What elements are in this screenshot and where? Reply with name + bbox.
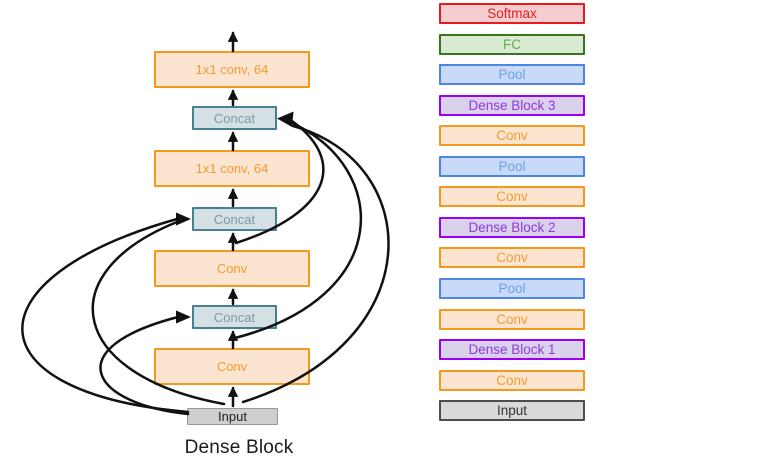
legend-item-label: Dense Block 3 <box>468 97 556 113</box>
figure-caption: Dense Block <box>184 437 294 458</box>
block-1x1-conv-1: 1x1 conv, 64 <box>154 150 310 187</box>
legend-item-conv: Conv <box>439 247 585 268</box>
block-concat-1: Concat <box>192 305 277 329</box>
legend-item-label: Pool <box>498 66 526 82</box>
legend-item-label: Conv <box>496 249 528 265</box>
block-conv-1-label: Conv <box>216 359 248 374</box>
legend-item-softmax: Softmax <box>439 3 585 24</box>
block-conv-1: Conv <box>154 348 310 385</box>
legend-item-conv: Conv <box>439 309 585 330</box>
block-input: Input <box>187 408 278 425</box>
block-conv-2-label: Conv <box>216 261 248 276</box>
legend-item-conv: Conv <box>439 370 585 391</box>
legend-item-pool: Pool <box>439 64 585 85</box>
block-concat-3: Concat <box>192 106 277 130</box>
arrowhead-concat2-left <box>176 212 191 226</box>
block-input-label: Input <box>218 409 247 424</box>
legend-item-dense-block-1: Dense Block 1 <box>439 339 585 360</box>
legend-item-pool: Pool <box>439 278 585 299</box>
legend-item-dense-block-3: Dense Block 3 <box>439 95 585 116</box>
legend-item-input: Input <box>439 400 585 421</box>
legend-item-conv: Conv <box>439 186 585 207</box>
legend-item-label: Softmax <box>487 5 537 21</box>
arrowhead-concat1-left <box>176 310 191 324</box>
legend-item-pool: Pool <box>439 156 585 177</box>
legend-item-fc: FC <box>439 34 585 55</box>
legend-item-label: Conv <box>496 372 528 388</box>
block-1x1-conv-2: 1x1 conv, 64 <box>154 51 310 88</box>
block-concat-2: Concat <box>192 207 277 231</box>
legend-item-label: Conv <box>496 188 528 204</box>
legend-item-label: Pool <box>498 280 526 296</box>
legend-item-dense-block-2: Dense Block 2 <box>439 217 585 238</box>
legend-item-label: Conv <box>496 127 528 143</box>
block-1x1-conv-2-label: 1x1 conv, 64 <box>195 62 269 77</box>
legend-item-label: Dense Block 1 <box>468 341 556 357</box>
legend-item-label: Pool <box>498 158 526 174</box>
arrowhead-concat3-right <box>277 111 294 127</box>
legend-item-label: Dense Block 2 <box>468 219 556 235</box>
legend-item-label: FC <box>503 36 521 52</box>
legend-item-conv: Conv <box>439 125 585 146</box>
block-concat-1-label: Concat <box>213 309 256 325</box>
block-concat-3-label: Concat <box>213 110 256 126</box>
block-1x1-conv-1-label: 1x1 conv, 64 <box>195 161 269 176</box>
legend-item-label: Conv <box>496 311 528 327</box>
legend-item-label: Input <box>496 402 528 418</box>
block-conv-2: Conv <box>154 250 310 287</box>
block-concat-2-label: Concat <box>213 211 256 227</box>
